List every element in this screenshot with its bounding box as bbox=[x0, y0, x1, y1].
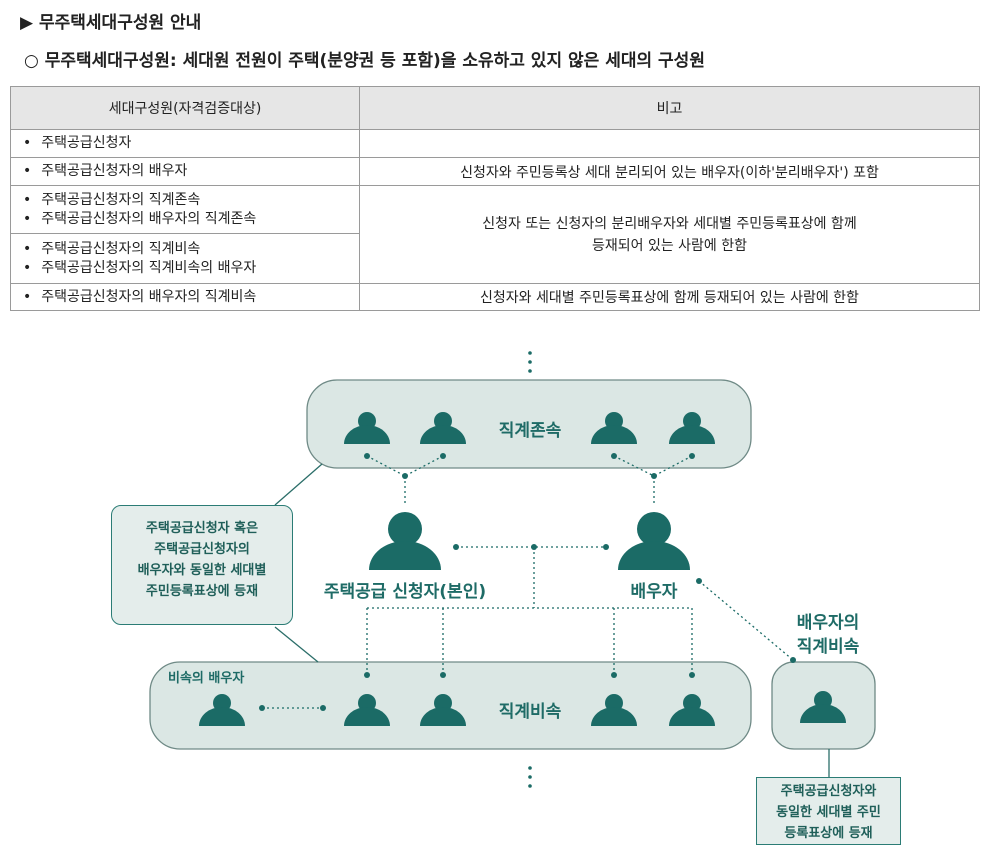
list-item: 주택공급신청자의 배우자의 직계비속 bbox=[21, 288, 349, 307]
ancestors-label: 직계존속 bbox=[498, 421, 562, 441]
table-row: 주택공급신청자의 배우자의 직계비속 신청자와 세대별 주민등록표상에 함께 등… bbox=[10, 283, 980, 311]
note-line: 주민등록표상에 등재 bbox=[145, 584, 259, 599]
applicant-label: 주택공급 신청자(본인) bbox=[323, 582, 487, 602]
list-item: 주택공급신청자의 배우자 bbox=[21, 162, 349, 181]
note-line: 신청자 또는 신청자의 분리배우자와 세대별 주민등록표상에 함께 bbox=[482, 215, 857, 232]
merged-note-cell: 신청자 또는 신청자의 분리배우자와 세대별 주민등록표상에 함께 등재되어 있… bbox=[359, 185, 980, 284]
registration-note-box: 주택공급신청자와 동일한 세대별 주민 등록표상에 등재 bbox=[756, 777, 901, 845]
note-line: 주택공급신청자의 bbox=[154, 542, 250, 557]
table-header-row: 세대구성원(자격검증대상) 비고 bbox=[10, 86, 980, 130]
note-line: 등재되어 있는 사람에 한함 bbox=[591, 237, 748, 254]
spouse-person-icon bbox=[618, 512, 690, 570]
more-below-icon bbox=[528, 766, 532, 788]
section-heading: ▶ 무주택세대구성원 안내 bbox=[20, 13, 202, 33]
ancestors-panel bbox=[306, 379, 752, 469]
list-item: 주택공급신청자의 배우자의 직계존속 bbox=[21, 210, 349, 229]
note-cell: 신청자와 세대별 주민등록표상에 함께 등재되어 있는 사람에 한함 bbox=[359, 283, 980, 311]
list-item: 주택공급신청자의 직계존속 bbox=[21, 191, 349, 210]
table-row: 주택공급신청자의 직계존속 주택공급신청자의 배우자의 직계존속 신청자 또는 … bbox=[10, 185, 980, 284]
label-line: 직계비속 bbox=[796, 637, 860, 657]
column-header-note: 비고 bbox=[359, 86, 980, 130]
spouse-descendants-label: 배우자의 직계비속 bbox=[768, 611, 888, 659]
note-line: 배우자와 동일한 세대별 bbox=[137, 563, 267, 578]
label-line: 배우자의 bbox=[796, 613, 860, 633]
descendants-label: 직계비속 bbox=[498, 702, 562, 722]
household-member-table: 세대구성원(자격검증대상) 비고 주택공급신청자 주택공급신청자의 배우자 신청… bbox=[10, 86, 980, 311]
member-cell: 주택공급신청자 bbox=[10, 129, 360, 158]
note-line: 등록표상에 등재 bbox=[784, 826, 873, 841]
member-cell: 주택공급신청자의 배우자의 직계비속 bbox=[10, 283, 360, 311]
definition-heading: ○ 무주택세대구성원: 세대원 전원이 주택(분양권 등 포함)을 소유하고 있… bbox=[24, 51, 705, 71]
descendant-spouse-label: 비속의 배우자 bbox=[168, 671, 245, 686]
note-line: 동일한 세대별 주민 bbox=[776, 805, 881, 820]
spouse-label: 배우자 bbox=[630, 582, 678, 602]
applicant-person-icon bbox=[369, 512, 441, 570]
note-line: 주택공급신청자와 bbox=[780, 784, 877, 799]
note-line: 주택공급신청자 혹은 bbox=[145, 521, 259, 536]
same-household-note-box: 주택공급신청자 혹은 주택공급신청자의 배우자와 동일한 세대별 주민등록표상에… bbox=[111, 505, 293, 625]
list-item: 주택공급신청자의 직계비속의 배우자 bbox=[21, 259, 349, 278]
member-cell: 주택공급신청자의 직계존속 주택공급신청자의 배우자의 직계존속 bbox=[10, 185, 360, 234]
list-item: 주택공급신청자의 직계비속 bbox=[21, 240, 349, 259]
list-item: 주택공급신청자 bbox=[21, 134, 349, 153]
note-cell: 신청자와 주민등록상 세대 분리되어 있는 배우자(이하'분리배우자') 포함 bbox=[359, 157, 980, 186]
table-row: 주택공급신청자의 배우자 신청자와 주민등록상 세대 분리되어 있는 배우자(이… bbox=[10, 157, 980, 186]
table-row: 주택공급신청자 bbox=[10, 129, 980, 158]
more-above-icon bbox=[528, 351, 532, 373]
note-cell bbox=[359, 129, 980, 158]
column-header-member: 세대구성원(자격검증대상) bbox=[10, 86, 360, 130]
